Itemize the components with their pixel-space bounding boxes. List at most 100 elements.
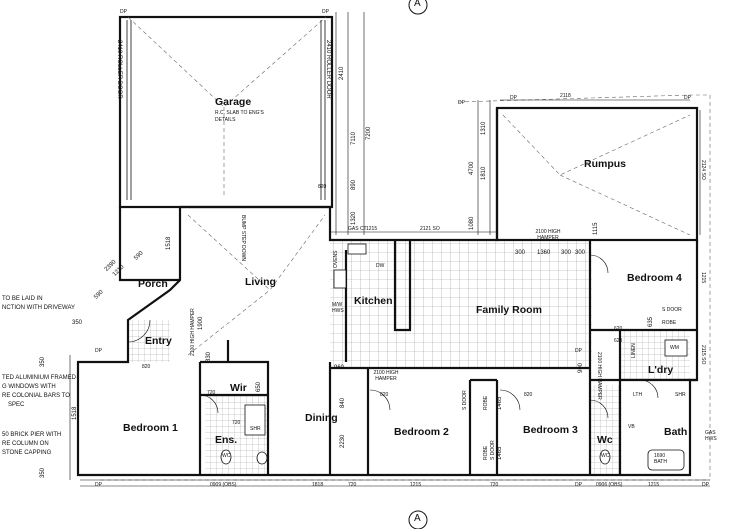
robe-note-3: ROBE xyxy=(662,320,677,326)
living-label: Living xyxy=(245,276,276,288)
wir-label: Wir xyxy=(230,382,247,394)
cooktop xyxy=(333,269,347,289)
dim-720c: 720 xyxy=(348,482,357,488)
dim-635: 635 xyxy=(648,316,654,327)
bedroom1-label: Bedroom 1 xyxy=(123,422,178,434)
dim-2115: 2115 SO xyxy=(700,345,706,365)
dim-2121: 2121 SO xyxy=(420,226,440,232)
dim-300c: 300 xyxy=(575,250,586,256)
dim-820a: 820 xyxy=(318,184,327,190)
ldry-label: L'dry xyxy=(648,364,674,376)
dim-960: 960 xyxy=(334,365,345,371)
gas-ct-note: GAS CT xyxy=(348,226,367,232)
section-a-top: A xyxy=(414,0,421,9)
family-room-tiles xyxy=(330,240,592,368)
dim-350c: 350 xyxy=(40,467,46,478)
dim-2410: 2410 xyxy=(339,66,345,80)
dim-4700: 4700 xyxy=(469,161,475,175)
dim-350a: 350 xyxy=(72,320,83,326)
roller-door-left-note: 2410 ROLLER DOOR xyxy=(116,40,122,99)
dim-7200: 7200 xyxy=(366,126,372,140)
dim-2124: 2124 SO xyxy=(700,160,706,180)
left-note-7: 50 BRICK PIER WITH xyxy=(2,432,62,438)
sink xyxy=(347,243,367,255)
dim-1465b: 1465 xyxy=(497,446,503,460)
dim-820b: 820 xyxy=(142,364,151,370)
dp-10: DP xyxy=(702,482,709,488)
bath-size-note: 1690 BATH xyxy=(654,453,667,465)
laundry-tub xyxy=(664,339,688,357)
wc-pan-ens xyxy=(220,449,232,465)
section-mark-bottom xyxy=(408,510,428,529)
dim-1215d: 1215 xyxy=(700,272,706,284)
dp-3: DP xyxy=(458,100,465,106)
dim-820c: 820 xyxy=(380,392,389,398)
dim-1360: 1360 xyxy=(537,250,551,256)
dim-820d: 820 xyxy=(524,392,533,398)
dim-1310: 1310 xyxy=(481,121,487,135)
dim-1810: 1810 xyxy=(481,166,487,180)
rumpus-label: Rumpus xyxy=(584,158,626,170)
dp-4: DP xyxy=(510,95,517,101)
dim-1115: 1115 xyxy=(593,222,599,235)
dim-720d: 720 xyxy=(490,482,499,488)
s-door-note-2: S DOOR xyxy=(490,440,496,460)
dim-720b: 720 xyxy=(232,420,241,426)
dim-1900: 1900 xyxy=(198,316,204,330)
s-door-note-3: S DOOR xyxy=(662,307,682,313)
dp-1: DP xyxy=(120,9,127,15)
bath-label: Bath xyxy=(664,426,688,438)
dim-1215-top: 1215 xyxy=(366,226,378,232)
bedroom3-label: Bedroom 3 xyxy=(523,424,578,436)
bumpstep-note: BUMP STEP DOWN xyxy=(240,215,246,261)
wc-label: Wc xyxy=(597,434,613,446)
robe-note-2: ROBE xyxy=(483,445,489,460)
dim-890: 890 xyxy=(351,179,357,190)
dim-1320: 1320 xyxy=(351,211,357,225)
dim-300b: 300 xyxy=(561,250,572,256)
hamper-mid-note: 2100 HIGH HAMPER xyxy=(596,352,602,400)
lth-note: LTH xyxy=(633,392,643,398)
left-note-4: G WINDOWS WITH xyxy=(2,384,56,390)
dim-2118: 2118 xyxy=(560,93,571,99)
dp-5: DP xyxy=(684,95,691,101)
entry-label: Entry xyxy=(145,335,172,347)
dim-900: 900 xyxy=(578,362,584,373)
dim-840: 840 xyxy=(340,397,346,408)
left-note-8: RE COLUMN ON xyxy=(2,441,49,447)
dp-8: DP xyxy=(575,348,582,354)
family-room-label: Family Room xyxy=(476,304,542,316)
section-mark-top xyxy=(408,0,428,15)
vanity-basin xyxy=(256,451,268,465)
shr-note-2: SHR xyxy=(675,392,686,398)
dim-350b: 350 xyxy=(40,356,46,367)
wm-note: WM xyxy=(670,345,679,351)
rumpus-walls xyxy=(495,106,699,242)
bedroom2-label: Bedroom 2 xyxy=(394,426,449,438)
vb-note: VB xyxy=(628,424,635,430)
dim-830: 830 xyxy=(206,351,212,362)
dim-720a: 720 xyxy=(207,390,216,396)
left-note-5: RE COLONIAL BARS TO xyxy=(2,393,70,399)
robe-note-1: ROBE xyxy=(483,395,489,410)
dining-label: Dining xyxy=(305,412,338,424)
wc-symbol-main: WC xyxy=(601,453,610,459)
dim-1818: 1818 xyxy=(312,482,324,488)
hamper-lower-note: 2100 HIGH HAMPER xyxy=(373,370,399,382)
dim-650: 650 xyxy=(256,381,262,392)
section-a-bottom: A xyxy=(414,513,421,524)
left-note-2: NCTION WITH DRIVEWAY xyxy=(2,305,75,311)
garage-label: Garage xyxy=(215,96,252,108)
left-note-1: TO BE LAID IN xyxy=(2,296,43,302)
s-door-note-1: S DOOR xyxy=(462,390,468,410)
shr-note-1: SHR xyxy=(250,426,261,432)
dp-6: DP xyxy=(95,348,102,354)
dim-620a: 620 xyxy=(614,326,623,332)
dim-2230: 2230 xyxy=(340,434,346,448)
left-note-3: TED ALUMINIUM FRAMED xyxy=(2,375,77,381)
garage-note-1: R.C. SLAB TO ENG'S xyxy=(215,110,264,116)
hamper-top-note: 2100 HIGH HAMPER xyxy=(535,229,561,241)
dw-note: DW xyxy=(376,263,385,269)
dp-7: DP xyxy=(95,482,102,488)
